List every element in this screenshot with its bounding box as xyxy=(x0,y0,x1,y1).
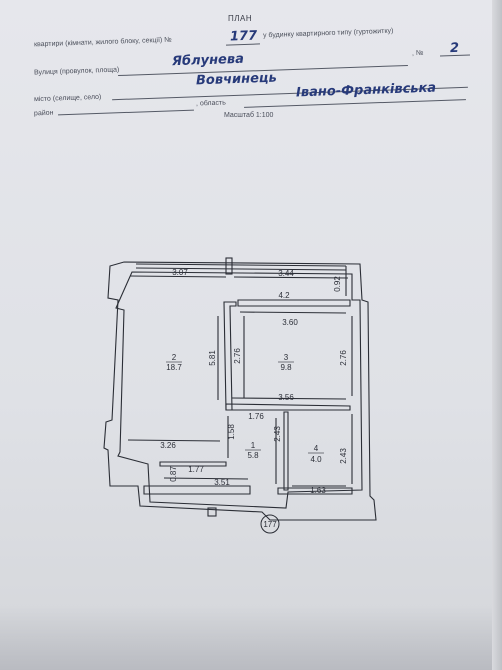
room-area: 4.2 xyxy=(278,291,290,300)
dimension-line xyxy=(231,397,347,400)
dimension-line xyxy=(239,311,347,314)
dimension-label: 3.60 xyxy=(282,318,298,327)
scale-label: Масштаб 1:100 xyxy=(224,112,274,119)
dimension-label: 3.26 xyxy=(160,441,176,450)
wall-partition xyxy=(159,461,227,467)
dimension-label: 0.87 xyxy=(169,466,178,482)
dimension-label: 3.44 xyxy=(278,269,294,278)
outer-wall xyxy=(103,261,377,521)
room-number: 4 xyxy=(314,444,319,453)
stamp-number: 177 xyxy=(263,520,277,529)
dimension-label: 2.43 xyxy=(339,448,348,464)
page-shadow xyxy=(0,605,502,670)
page-fold xyxy=(492,0,502,670)
column xyxy=(225,257,233,275)
window-line xyxy=(135,263,347,267)
room-number: 2 xyxy=(172,353,177,362)
dimension-label: 2.43 xyxy=(273,426,282,442)
dimension-line xyxy=(127,439,221,442)
dimension-line xyxy=(163,477,249,480)
wall-partition xyxy=(283,411,289,491)
inner-wall-outline xyxy=(115,271,363,509)
dimension-label: 1.77 xyxy=(188,465,204,474)
wall-partition xyxy=(237,299,351,307)
window-line xyxy=(135,267,347,271)
dimension-label: 1.76 xyxy=(248,412,264,421)
dimension-label: 3.51 xyxy=(214,478,230,487)
dimension-label: 0.92 xyxy=(333,276,342,292)
wall-partition xyxy=(225,403,351,411)
dimension-label: 5.81 xyxy=(208,350,217,366)
dimension-label: 3.56 xyxy=(278,393,294,402)
room-number: 3 xyxy=(284,353,289,362)
wall-partition xyxy=(143,485,251,495)
dimension-line xyxy=(129,275,227,278)
room-number: 1 xyxy=(251,441,256,450)
room-area: 18.7 xyxy=(166,363,182,372)
door-mark xyxy=(207,507,217,517)
dimension-label: 2.76 xyxy=(233,348,242,364)
dimension-line xyxy=(233,276,349,279)
stamp-circle xyxy=(260,514,280,534)
room-area: 4.0 xyxy=(310,455,322,464)
room-area: 5.8 xyxy=(247,451,259,460)
dimension-label: 2.76 xyxy=(339,350,348,366)
wall-partition xyxy=(277,487,353,495)
room-area: 9.8 xyxy=(280,363,292,372)
dimension-label: 3.07 xyxy=(172,268,188,277)
dimension-label: 1.63 xyxy=(310,486,326,495)
page-title: ПЛАН xyxy=(228,14,253,23)
dimension-label: 1.58 xyxy=(227,424,236,440)
